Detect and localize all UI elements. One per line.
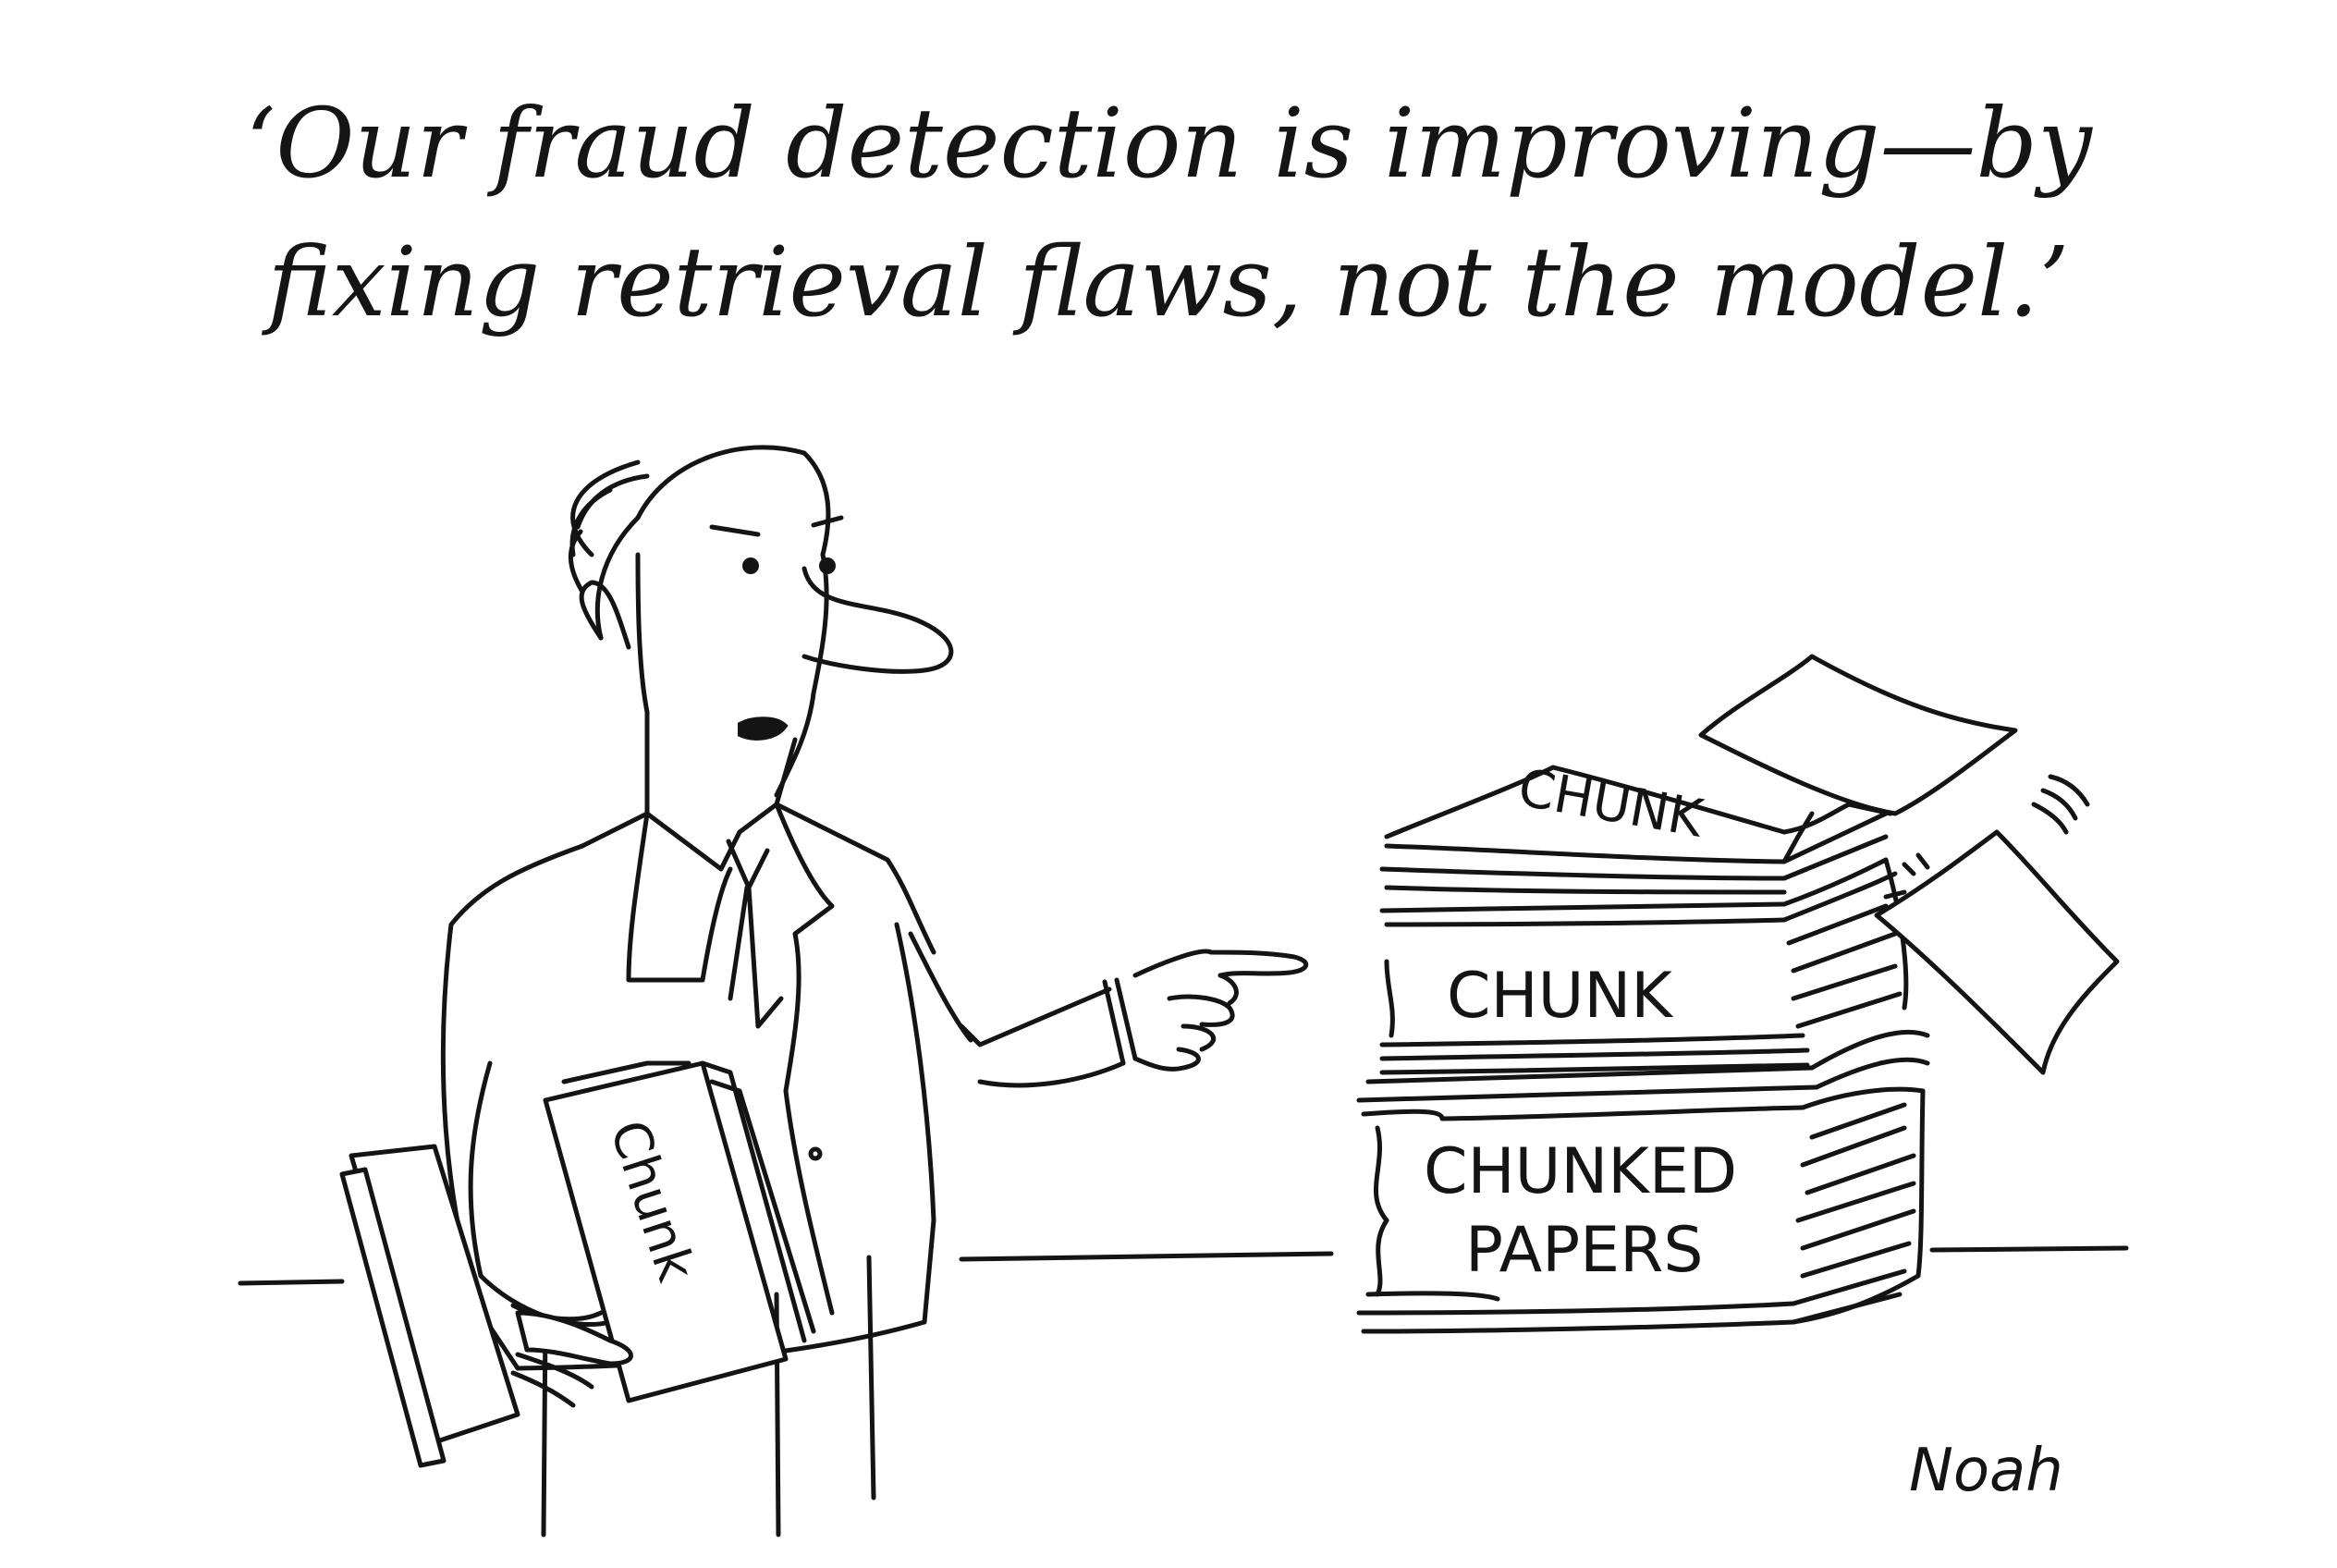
caption-line-1: ‘Our fraud detection is improving—by xyxy=(245,87,2092,200)
stack-label-chunk-middle: CHUNK xyxy=(1447,960,1674,1033)
stack-label-chunked: CHUNKED xyxy=(1424,1135,1737,1208)
cartoon-caption: ‘Our fraud detection is improving—by fix… xyxy=(0,74,2337,351)
businessman-figure xyxy=(440,445,1308,1537)
folder-icon: Chunk xyxy=(339,1060,816,1468)
stack-label-papers: PAPERS xyxy=(1465,1214,1704,1287)
top-sheet-label: CHUNK xyxy=(1514,758,1708,850)
floor-line xyxy=(238,1245,2129,1286)
artist-signature: Noah xyxy=(1909,1437,2063,1505)
paper-stack: CHUNKED PAPERS CHUNK CHUNK xyxy=(1356,654,2120,1334)
caption-line-2: fixing retrieval flaws, not the model.’ xyxy=(267,226,2070,338)
